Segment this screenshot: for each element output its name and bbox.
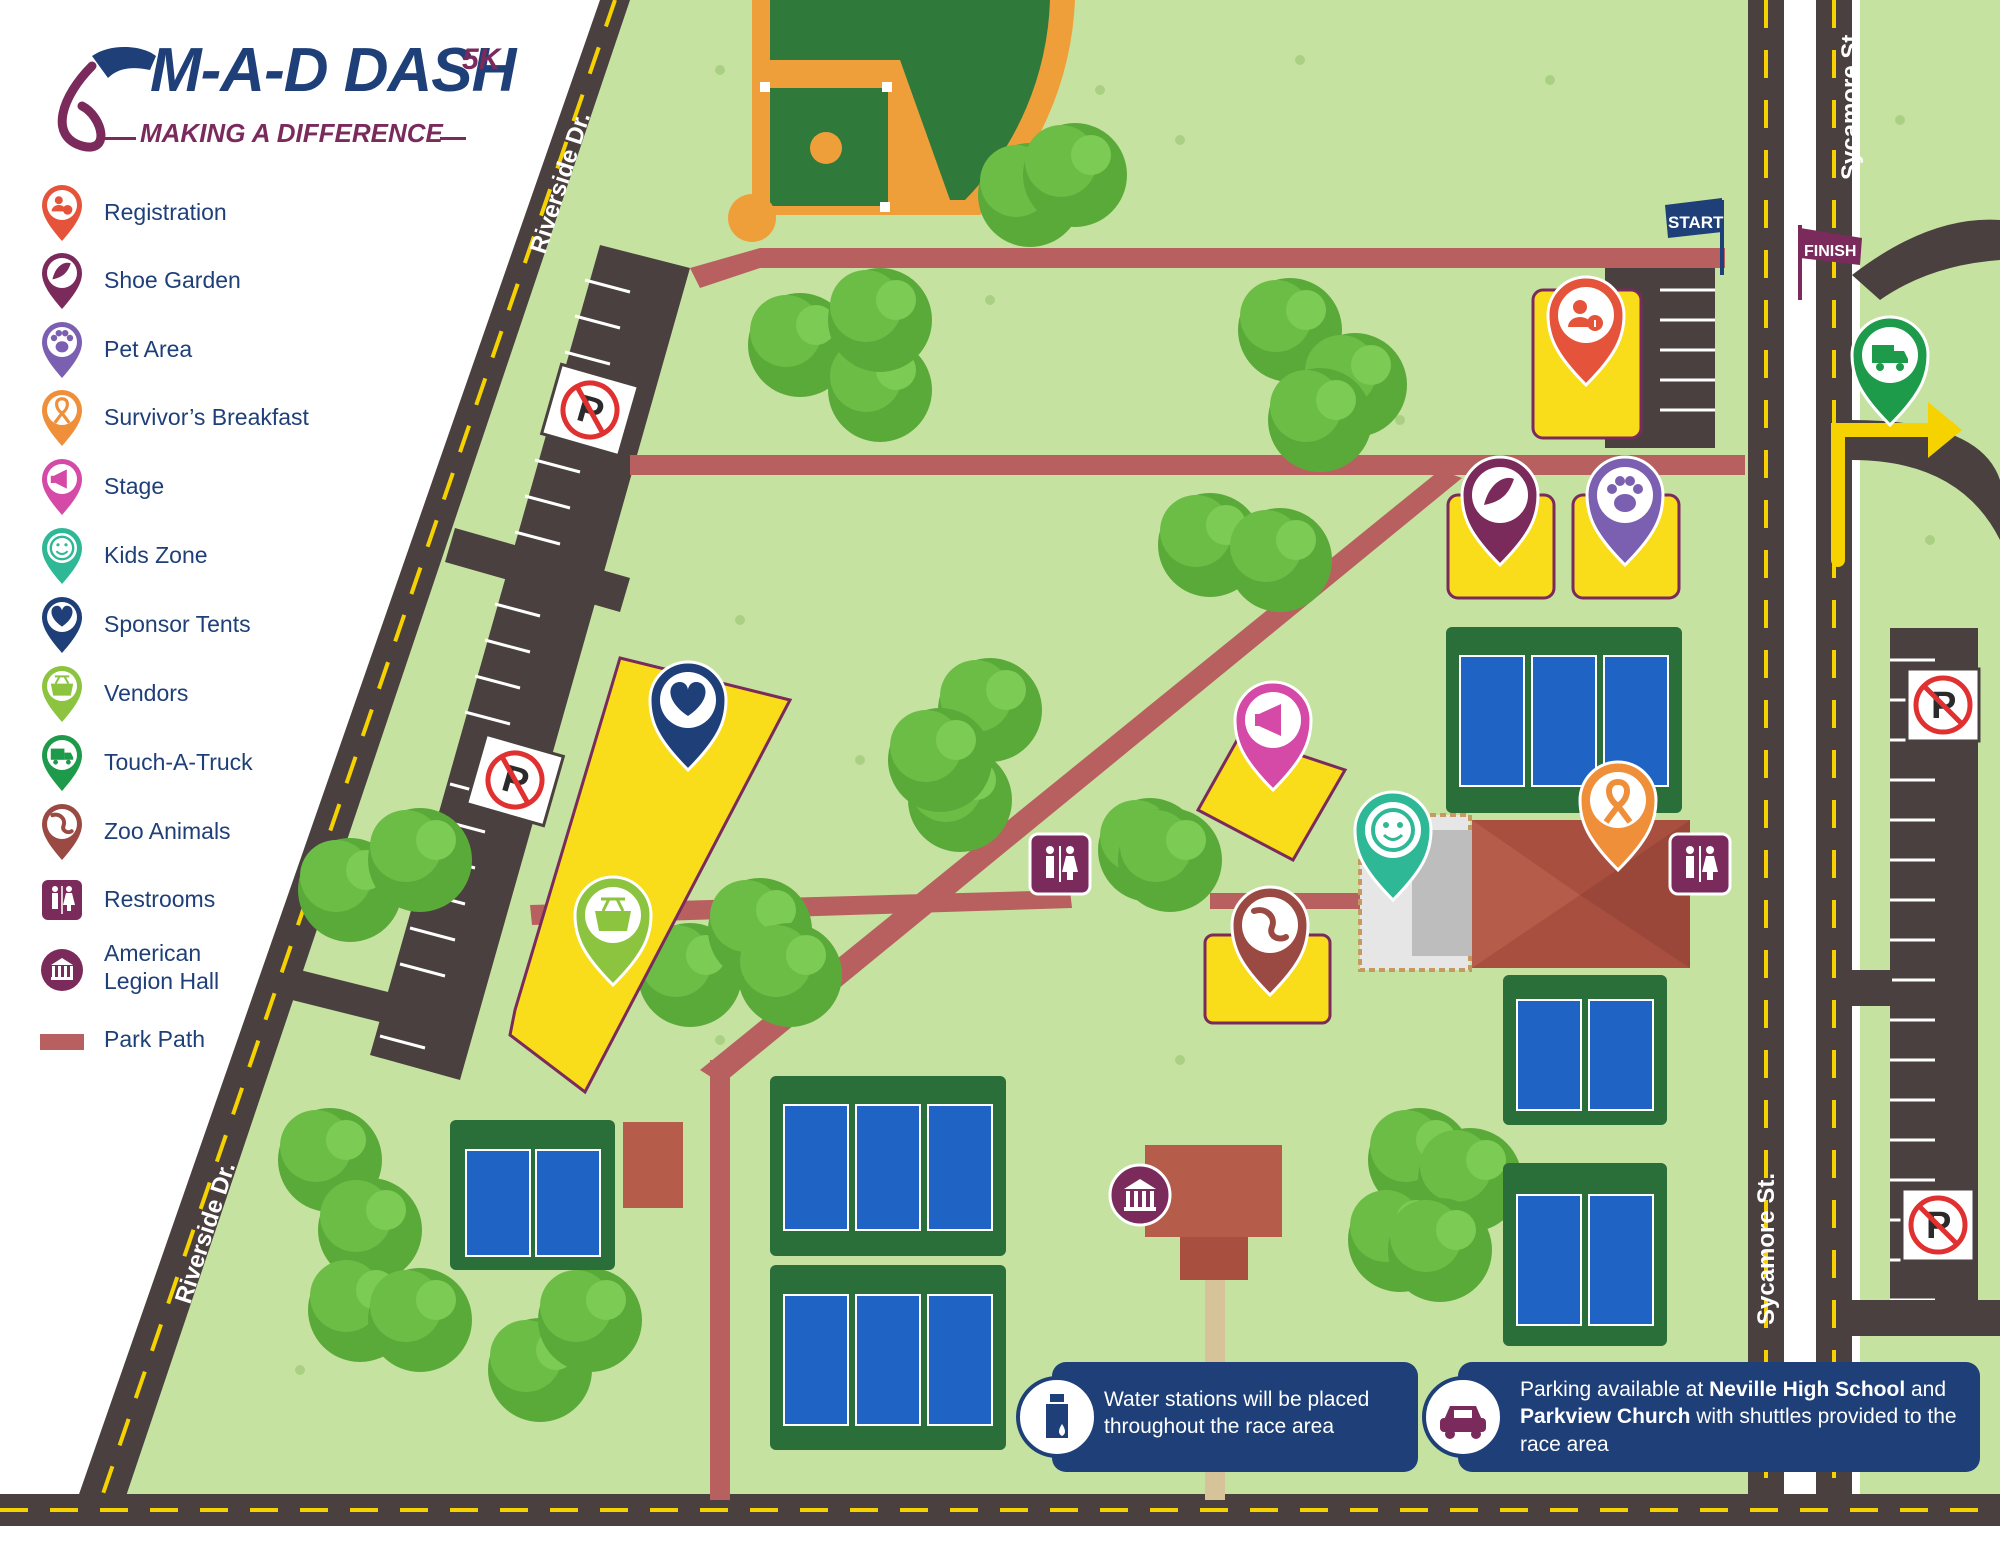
parking-school-name: Neville High School bbox=[1709, 1378, 1906, 1401]
finish-flag: FINISH bbox=[1798, 225, 1862, 300]
legend-item: Registration bbox=[40, 185, 460, 241]
water-info-box: Water stations will be placed throughout… bbox=[1016, 1362, 1418, 1472]
legend-label: Park Path bbox=[104, 1026, 205, 1052]
legend-item: Sponsor Tents bbox=[40, 597, 460, 653]
legend-label: Kids Zone bbox=[104, 542, 208, 568]
parking-text-suffix: with shuttles provided to the race area bbox=[1520, 1405, 1957, 1456]
registration-icon bbox=[42, 185, 82, 241]
basket-icon bbox=[42, 666, 82, 722]
registration-marker bbox=[1546, 275, 1626, 388]
shoe-logo-icon bbox=[57, 46, 156, 152]
legend-item: Restrooms bbox=[40, 872, 460, 928]
heart-icon bbox=[42, 597, 82, 653]
legend-label: Vendors bbox=[104, 680, 189, 706]
water-info-text: Water stations will be placed throughout… bbox=[1104, 1388, 1370, 1439]
street-label-sycamore-lower: Sycamore St. bbox=[1753, 1173, 1780, 1325]
parking-text-prefix: Parking available at bbox=[1520, 1378, 1710, 1401]
legend-item: Stage bbox=[40, 459, 460, 515]
park-path-swatch-icon bbox=[40, 1034, 84, 1050]
logo-distance: 5K bbox=[462, 43, 501, 76]
logo-rule-right bbox=[440, 137, 466, 140]
kids-zone-marker bbox=[1353, 790, 1433, 903]
vendors-marker bbox=[573, 875, 653, 988]
park-paths bbox=[530, 248, 1745, 1500]
water-bottle-icon bbox=[1016, 1376, 1098, 1458]
stage-marker bbox=[1233, 680, 1313, 793]
logo-rule-left bbox=[100, 137, 136, 140]
ribbon-icon bbox=[42, 390, 82, 446]
legend-label: Shoe Garden bbox=[104, 267, 241, 293]
legend-item: Zoo Animals bbox=[40, 804, 460, 860]
truck-route-arrow bbox=[1831, 423, 1947, 567]
restroom-marker-east bbox=[1668, 832, 1732, 896]
zoo-animals-marker bbox=[1230, 885, 1310, 998]
legend-label: Restrooms bbox=[104, 886, 216, 912]
logo-title: M-A-D DASH bbox=[150, 36, 516, 105]
restroom-marker-west bbox=[1028, 832, 1092, 896]
legion-hall-marker bbox=[1108, 1163, 1172, 1227]
legend-item: Touch-A-Truck bbox=[40, 735, 460, 791]
legend-label: Sponsor Tents bbox=[104, 611, 251, 637]
legend-label: Zoo Animals bbox=[104, 818, 231, 844]
legend-item: Shoe Garden bbox=[40, 253, 460, 309]
curve-road bbox=[1852, 219, 2000, 300]
legend-item: Park Path bbox=[40, 1012, 460, 1068]
legend-item: Pet Area bbox=[40, 322, 460, 378]
touch-a-truck-marker bbox=[1850, 315, 1930, 428]
legend-item: Survivor’s Breakfast bbox=[40, 390, 460, 446]
map-markers bbox=[573, 275, 1930, 1227]
megaphone-icon bbox=[42, 459, 82, 515]
parking-info-text: Parking available at Neville High School… bbox=[1520, 1376, 1970, 1458]
legion-hall-icon bbox=[41, 949, 83, 991]
parking-text-and: and bbox=[1905, 1378, 1947, 1401]
riverside-road bbox=[70, 0, 630, 1520]
shoe-icon bbox=[42, 253, 82, 309]
no-parking-signs: P P P P bbox=[464, 362, 1981, 1263]
start-flag: START bbox=[1665, 198, 1724, 275]
legend-item: Kids Zone bbox=[40, 528, 460, 584]
restroom-icon bbox=[42, 880, 82, 920]
legend-item: Vendors bbox=[40, 666, 460, 722]
truck-icon bbox=[42, 735, 82, 791]
survivors-breakfast-marker bbox=[1578, 760, 1658, 873]
pet-area-marker bbox=[1585, 455, 1665, 568]
parking-info-box: Parking available at Neville High School… bbox=[1422, 1362, 1980, 1472]
svg-text:FINISH: FINISH bbox=[1804, 243, 1856, 260]
svg-text:START: START bbox=[1668, 213, 1724, 232]
legend-label: Registration bbox=[104, 199, 227, 225]
legend-label: Touch-A-Truck bbox=[104, 749, 253, 775]
smiley-icon bbox=[42, 528, 82, 584]
paw-icon bbox=[42, 322, 82, 378]
legend-label: Stage bbox=[104, 473, 165, 499]
legend-label: Pet Area bbox=[104, 336, 193, 362]
parking-church-name: Parkview Church bbox=[1520, 1405, 1691, 1429]
sponsor-tents-marker bbox=[648, 660, 728, 773]
buildings bbox=[623, 813, 1690, 1280]
car-icon bbox=[1422, 1376, 1504, 1458]
shoe-garden-marker bbox=[1460, 455, 1540, 568]
logo-subtitle: MAKING A DIFFERENCE bbox=[140, 118, 443, 148]
lizard-icon bbox=[42, 804, 82, 860]
legend-label: Survivor’s Breakfast bbox=[104, 404, 309, 430]
street-label-sycamore-upper: Sycamore St. bbox=[1837, 28, 1864, 180]
